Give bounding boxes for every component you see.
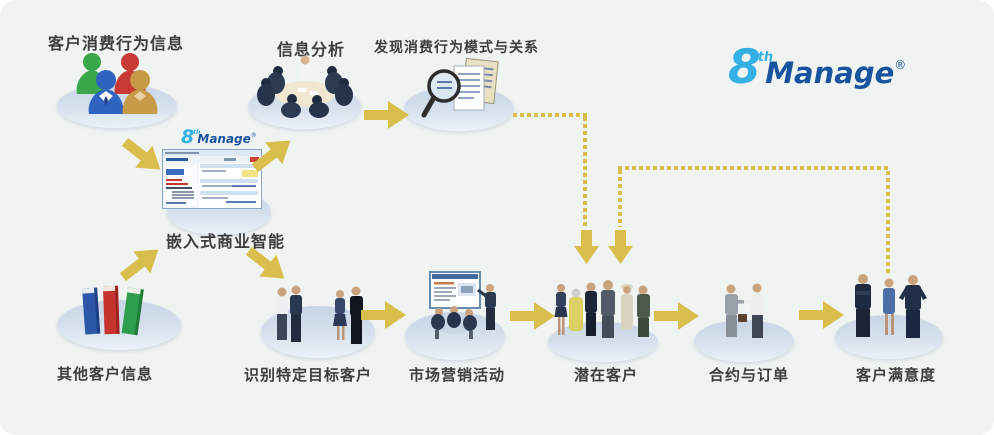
- flow-arrow-identify-to-marketing: [361, 300, 407, 330]
- mini-logo-word: Manage: [197, 132, 251, 146]
- down-arrow-into-potential-1: [573, 230, 600, 265]
- mini-registered-mark: ®: [250, 132, 257, 139]
- node-label-customer-satisfaction: 客户满意度: [856, 366, 937, 384]
- books-icon: [82, 285, 144, 336]
- dotted-connector-discover-v: [583, 117, 587, 227]
- flow-arrow-analysis-to-discover: [364, 100, 410, 130]
- customer-crowd-icon: [554, 280, 650, 338]
- node-label-identify-target-customers: 识别特定目标客户: [244, 366, 373, 384]
- flow-arrow-bi-to-analysis: [246, 128, 301, 180]
- two-businessmen-icon: [725, 283, 764, 338]
- dotted-connector-feedback-vleft: [618, 170, 622, 227]
- brand-logo-word: Manage: [765, 56, 895, 90]
- presentation-meeting-icon: [429, 271, 496, 339]
- node-label-marketing-activities: 市场营销活动: [409, 366, 506, 384]
- flow-arrow-contracts-to-satisfaction: [799, 300, 845, 330]
- node-label-information-analysis: 信息分析: [277, 40, 346, 59]
- people-group-icon: [76, 53, 158, 114]
- registered-mark: ®: [894, 58, 907, 72]
- magnifier-documents-icon: [421, 58, 499, 118]
- dotted-connector-discover-h: [513, 113, 587, 117]
- flow-arrow-books-to-bi: [114, 237, 169, 289]
- platform-ellipse: [694, 320, 794, 362]
- mini-logo-th: th: [193, 129, 201, 136]
- node-label-discover-patterns: 发现消费行为模式与关系: [374, 40, 539, 56]
- meeting-table-icon: [257, 55, 353, 118]
- flow-arrow-marketing-to-potential: [510, 301, 556, 331]
- flow-arrow-potential-to-contracts: [654, 301, 700, 331]
- software-screenshot-icon: [162, 149, 262, 209]
- flow-arrow-behavior-to-bi: [116, 130, 171, 182]
- brand-logo-8: 8: [728, 40, 761, 95]
- node-label-contracts-orders: 合约与订单: [709, 366, 790, 384]
- node-label-customer-behavior-info: 客户消费行为信息: [48, 34, 185, 53]
- mini-brand-logo: 8thManage®: [181, 126, 257, 148]
- brand-logo: 8thManage®: [728, 40, 906, 95]
- standing-people-icon: [276, 285, 363, 344]
- business-team-icon: [855, 274, 927, 338]
- flow-arrow-bi-to-identify: [240, 239, 295, 291]
- platform-ellipse: [835, 315, 943, 359]
- node-label-other-customer-info: 其他客户信息: [57, 365, 154, 383]
- node-label-potential-customers: 潜在客户: [574, 366, 639, 384]
- down-arrow-into-potential-2: [607, 230, 634, 265]
- node-label-embedded-bi: 嵌入式商业智能: [166, 232, 286, 251]
- dotted-connector-feedback-h: [618, 166, 890, 170]
- brand-logo-th: th: [757, 50, 774, 65]
- mini-logo-8: 8: [181, 126, 195, 148]
- dotted-connector-feedback-vright: [886, 171, 890, 276]
